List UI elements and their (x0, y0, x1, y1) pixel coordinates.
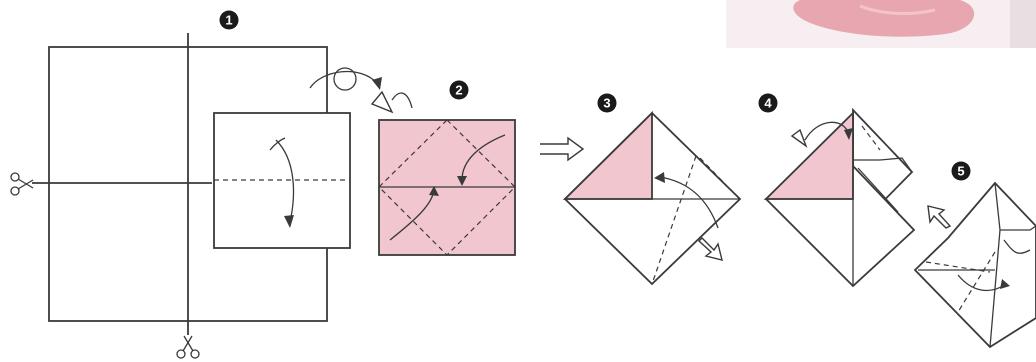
open-arrow-icon (928, 206, 950, 228)
step-4-badge: 4 (759, 94, 778, 113)
step-5-group: 5 (915, 162, 1036, 348)
pink-triangle (766, 113, 853, 199)
step-3-badge: 3 (598, 94, 617, 113)
pink-triangle (565, 113, 652, 199)
step-3-group: 3 (565, 94, 740, 285)
scissors-icon (11, 173, 33, 195)
step-3-number: 3 (603, 96, 610, 111)
step-1-badge: 1 (220, 11, 239, 30)
flip-arrow-icon (372, 92, 412, 112)
step-4-group: 4 (759, 94, 915, 287)
scissors-icon (177, 336, 199, 358)
step-1-number: 1 (225, 13, 232, 28)
step-1-group: 1 (11, 11, 382, 359)
open-arrow-icon (699, 238, 722, 260)
step-4-number: 4 (764, 96, 772, 111)
photo-fragment (726, 0, 1036, 48)
step-5-number: 5 (957, 164, 964, 179)
next-step-arrow-icon (540, 138, 583, 160)
step-2-badge: 2 (450, 81, 469, 100)
step-2-group: 2 (372, 81, 515, 256)
step-2-number: 2 (455, 83, 462, 98)
step-5-badge: 5 (952, 162, 971, 181)
